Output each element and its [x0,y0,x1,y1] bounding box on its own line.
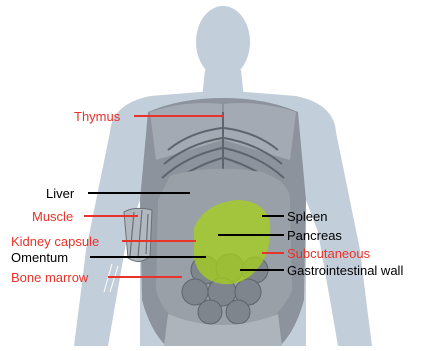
label-subcutaneous: Subcutaneous [287,246,370,261]
label-kidney-capsule: Kidney capsule [11,234,99,249]
label-liver: Liver [46,186,74,201]
label-muscle: Muscle [32,209,73,224]
label-pancreas: Pancreas [287,228,342,243]
label-bone-marrow: Bone marrow [11,270,88,285]
label-spleen: Spleen [287,209,327,224]
label-omentum: Omentum [11,250,68,265]
label-gastrointestinal-wall: Gastrointestinal wall [287,263,403,278]
label-thymus: Thymus [74,109,120,124]
